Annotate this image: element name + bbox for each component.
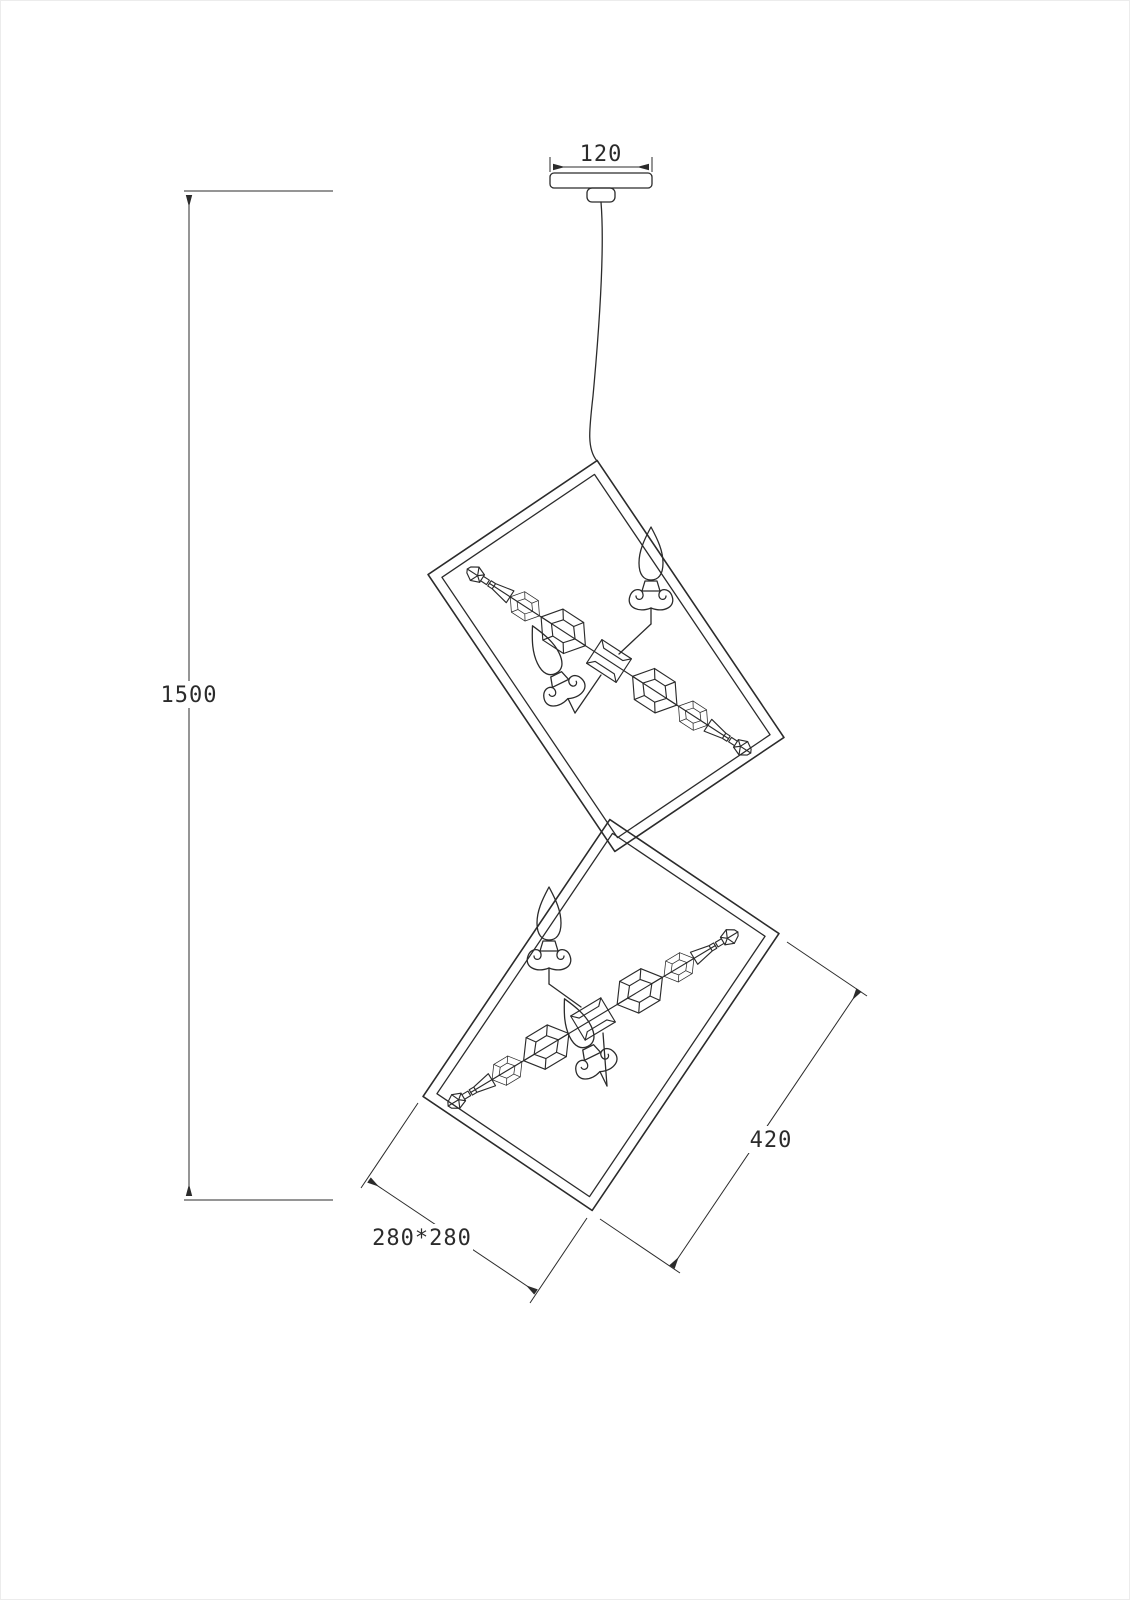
lower-frame <box>422 818 780 1212</box>
dimension-frame-size-label: 280*280 <box>372 1226 472 1251</box>
lower-lamp-arm <box>439 916 748 1122</box>
lower-frame-inner <box>436 832 766 1198</box>
dimension-frame-diagonal: 420 <box>599 941 868 1274</box>
upper-frame-inner <box>441 473 771 839</box>
suspension-wire <box>589 201 603 462</box>
dimension-canopy-width-label: 120 <box>580 142 623 167</box>
upper-lamp-arm <box>457 553 761 768</box>
upper-frame-outer <box>427 459 785 853</box>
dimension-frame-diagonal-label: 420 <box>750 1128 793 1153</box>
upper-candle-left <box>512 615 596 724</box>
dimension-overall-height: 1500 <box>159 190 333 1201</box>
lower-frame-outer <box>422 818 780 1212</box>
ceiling-canopy <box>549 172 653 203</box>
lower-candle-stem-left <box>548 983 582 1008</box>
dimension-canopy-width: 120 <box>549 142 653 172</box>
dimension-frame-size: 280*280 <box>360 1102 588 1304</box>
lower-candle-right <box>544 988 628 1097</box>
dimension-overall-height-label: 1500 <box>161 683 218 708</box>
upper-frame <box>427 459 785 853</box>
upper-candle-stem-left <box>574 674 602 714</box>
upper-candle-stem-right <box>618 623 652 655</box>
lower-candle-left <box>526 886 572 985</box>
